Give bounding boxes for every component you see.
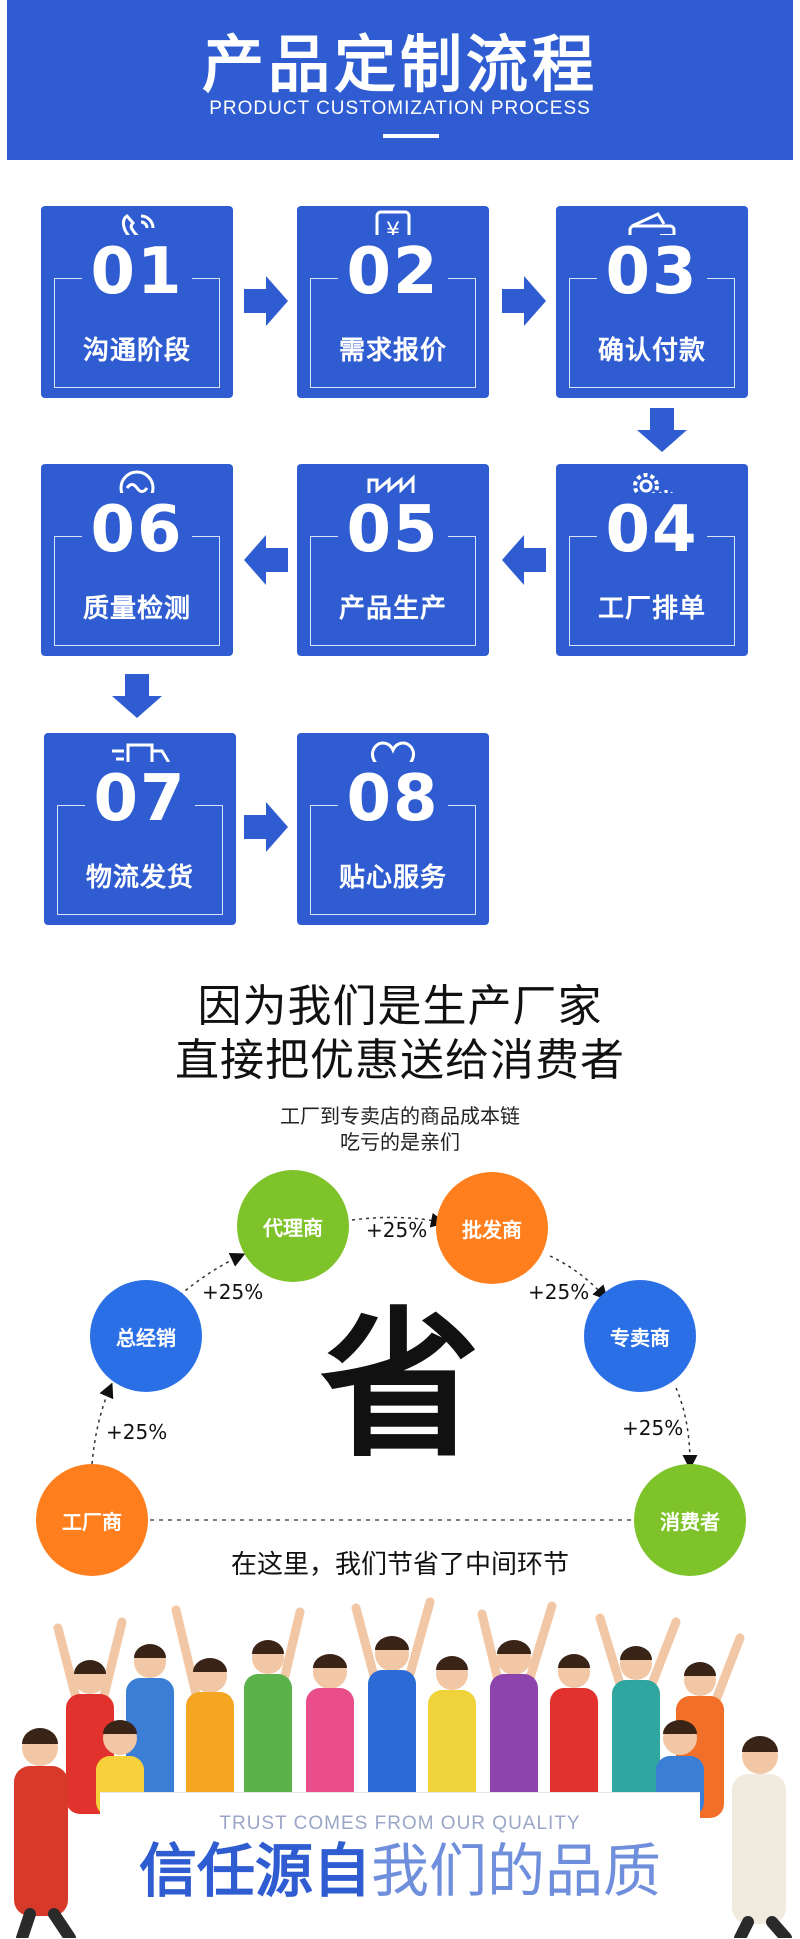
banner-chinese: 信任源自我们的品质 [100, 1837, 700, 1907]
page-title: 产品定制流程 [201, 28, 598, 101]
markup-label: +25% [106, 1420, 168, 1444]
chain-node-store: 专卖商 [584, 1280, 696, 1392]
step-label: 物流发货 [85, 863, 194, 893]
markup-label: +25% [202, 1280, 264, 1304]
title-underline [383, 134, 439, 138]
step-number: 04 [597, 493, 707, 567]
step-card-08: 08 贴心服务 [297, 733, 489, 925]
step-number: 03 [597, 235, 707, 309]
step-label: 需求报价 [338, 336, 447, 366]
step-number: 01 [82, 235, 192, 309]
chain-node-consumer: 消费者 [634, 1464, 746, 1576]
slogan-line-1: 因为我们是生产厂家 [197, 981, 603, 1032]
chain-connectors [91, 1212, 698, 1521]
step-card-02: ¥ 02 需求报价 [297, 206, 489, 398]
step-number: 08 [338, 762, 448, 836]
step-card-06: 06 质量检测 [41, 464, 233, 656]
arrow-down-icon [637, 408, 687, 452]
banner-english: TRUST COMES FROM OUR QUALITY [219, 1813, 581, 1834]
step-label: 质量检测 [82, 594, 191, 624]
chain-node-factory: 工厂商 [36, 1464, 148, 1576]
save-character: 省 [319, 1292, 480, 1479]
arrow-right-icon [502, 276, 546, 326]
banner-chinese-light: 我们的品质 [371, 1837, 662, 1905]
step-label: 确认付款 [597, 336, 706, 366]
header-banner: 产品定制流程 PRODUCT CUSTOMIZATION PROCESS [7, 0, 793, 160]
step-card-01: 01 沟通阶段 [41, 206, 233, 398]
quality-banner: TRUST COMES FROM OUR QUALITY 信任源自我们的品质 [100, 1792, 700, 1939]
slogan-line-2: 直接把优惠送给消费者 [175, 1035, 625, 1086]
markup-label: +25% [528, 1280, 590, 1304]
arrow-left-icon [502, 535, 546, 585]
step-card-03: 03 确认付款 [556, 206, 748, 398]
chain-node-general-distributor: 总经销 [90, 1280, 202, 1392]
step-number: 02 [338, 235, 448, 309]
heart-icon [370, 741, 416, 781]
step-card-05: 05 产品生产 [297, 464, 489, 656]
step-number: 05 [338, 493, 448, 567]
arrow-right-icon [244, 276, 288, 326]
chain-note-line-1: 工厂到专卖店的商品成本链 [280, 1104, 520, 1128]
arrow-down-icon [112, 674, 162, 718]
step-card-04: 04 工厂排单 [556, 464, 748, 656]
page-subtitle: PRODUCT CUSTOMIZATION PROCESS [209, 98, 591, 119]
saving-text: 在这里，我们节省了中间环节 [230, 1550, 569, 1580]
chain-node-wholesaler: 批发商 [436, 1172, 548, 1284]
arrow-left-icon [244, 535, 288, 585]
arrow-right-icon [244, 802, 288, 852]
step-number: 07 [85, 762, 195, 836]
step-number: 06 [82, 493, 192, 567]
chain-node-agent: 代理商 [237, 1170, 349, 1282]
banner-chinese-strong: 信任源自 [138, 1837, 371, 1905]
step-label: 沟通阶段 [82, 336, 191, 366]
chain-note-line-2: 吃亏的是亲们 [340, 1130, 460, 1154]
step-card-07: 07 物流发货 [44, 733, 236, 925]
markup-label: +25% [622, 1416, 684, 1440]
step-label: 产品生产 [338, 594, 447, 624]
step-label: 工厂排单 [597, 594, 706, 624]
markup-label: +25% [366, 1218, 428, 1242]
step-label: 贴心服务 [338, 863, 447, 893]
